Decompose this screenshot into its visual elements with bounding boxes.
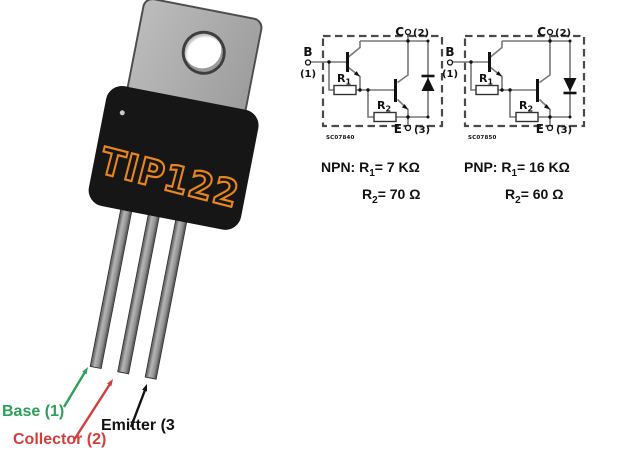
label-b: B bbox=[303, 45, 312, 59]
terminal-c bbox=[404, 28, 412, 36]
label-r2: R2 bbox=[377, 99, 391, 114]
label-e-pin: (3) bbox=[414, 125, 430, 136]
npn-r1-value: NPN: R1= 7 KΩ bbox=[321, 159, 420, 179]
emitter-arrow bbox=[129, 384, 147, 428]
terminal-c bbox=[546, 28, 554, 36]
terminal-e bbox=[404, 124, 412, 132]
emitter-pin-label: Emitter (3 bbox=[101, 417, 175, 434]
label-r2: R2 bbox=[519, 99, 533, 114]
schematic-code: SC07840 bbox=[326, 135, 355, 141]
npn-resistor-values: NPN: R1= 7 KΩ R2= 70 Ω bbox=[321, 157, 420, 211]
npn-darlington-schematic: B (1) C (2) E (3) R1 R2 SC07840 bbox=[300, 25, 444, 141]
transistor-symbols bbox=[469, 39, 572, 119]
pnp-resistor-values: PNP: R1= 16 KΩ R2= 60 Ω bbox=[464, 157, 570, 211]
terminal-b bbox=[446, 59, 454, 66]
label-c-pin: (2) bbox=[555, 28, 571, 39]
resistor-symbols bbox=[333, 84, 397, 123]
pnp-r1-value: PNP: R1= 16 KΩ bbox=[464, 159, 570, 179]
label-e: E bbox=[394, 122, 402, 136]
label-r1: R1 bbox=[479, 72, 493, 87]
label-b-pin: (1) bbox=[442, 69, 458, 80]
to220-package: TIP122 bbox=[13, 0, 303, 410]
wires bbox=[310, 34, 429, 126]
schematic-border bbox=[463, 34, 586, 128]
transistor-symbols bbox=[327, 39, 430, 119]
label-b: B bbox=[445, 45, 454, 59]
pnp-darlington-schematic: B (1) C (2) E (3) R1 R2 SC07850 bbox=[442, 25, 586, 141]
wires bbox=[452, 34, 571, 126]
schematic-code: SC07850 bbox=[468, 135, 497, 141]
collector-pin-label: Collector (2) bbox=[13, 431, 107, 448]
resistor-symbols bbox=[475, 84, 539, 123]
terminal-e bbox=[546, 124, 554, 132]
diode-symbol-up bbox=[421, 74, 435, 91]
label-c-pin: (2) bbox=[413, 28, 429, 39]
label-c: C bbox=[537, 25, 546, 39]
npn-r2-value: R2= 70 Ω bbox=[362, 185, 421, 206]
base-pin-label: Base (1) bbox=[2, 403, 65, 420]
label-c: C bbox=[395, 25, 404, 39]
pin-arrows bbox=[62, 367, 147, 441]
collector-arrow bbox=[72, 379, 113, 441]
label-b-pin: (1) bbox=[300, 69, 316, 80]
diode-symbol-down bbox=[563, 78, 577, 95]
label-e: E bbox=[536, 122, 544, 136]
schematic-border bbox=[321, 34, 444, 128]
mold-dot bbox=[119, 109, 126, 116]
base-arrow bbox=[62, 367, 88, 408]
part-number-marking: TIP122 bbox=[95, 138, 245, 217]
label-e-pin: (3) bbox=[556, 125, 572, 136]
label-r1: R1 bbox=[337, 72, 351, 87]
pnp-r2-value: R2= 60 Ω bbox=[505, 185, 564, 206]
terminal-b bbox=[304, 59, 312, 66]
